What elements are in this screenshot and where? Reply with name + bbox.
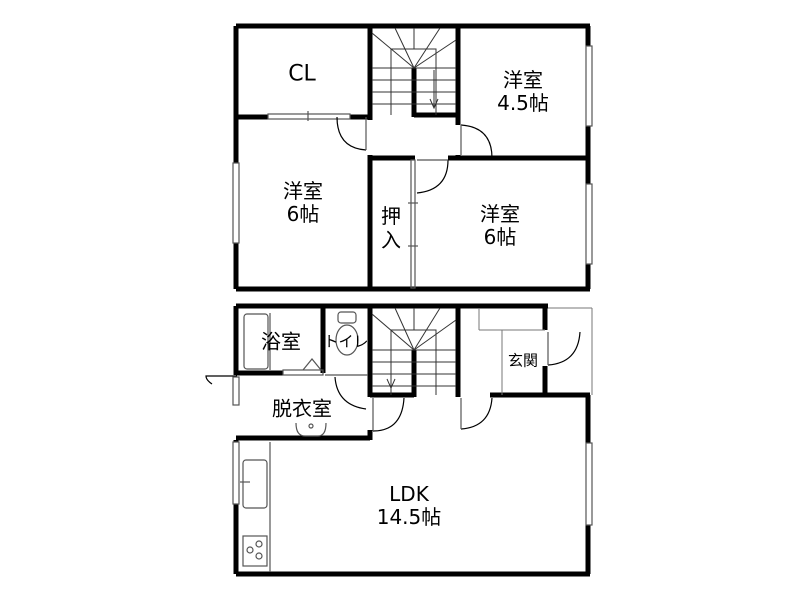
room-label-entrance: 玄関 <box>507 351 539 370</box>
room-name: 洋室 <box>283 179 323 203</box>
room-name: 洋室 <box>480 202 520 226</box>
room-size: 6帖 <box>483 225 517 249</box>
room-name: 脱衣室 <box>272 396 332 421</box>
room-label-western-4-5: 洋室 4.5帖 <box>497 69 549 115</box>
room-size: 6帖 <box>286 202 320 226</box>
upper-floor <box>232 23 593 292</box>
room-label-toilet: トイレ <box>323 332 369 351</box>
room-label-oshiire: 押 入 <box>381 204 401 252</box>
room-name: 玄関 <box>507 351 539 370</box>
room-name: 押 <box>381 204 401 228</box>
room-size: 14.5帖 <box>376 505 442 529</box>
room-name: LDK <box>389 482 429 506</box>
room-name-2: 入 <box>381 228 401 252</box>
room-name: 浴室 <box>261 329 301 354</box>
room-label-ldk: LDK 14.5帖 <box>377 483 442 529</box>
room-label-dressing-room: 脱衣室 <box>272 396 332 421</box>
lower-floor <box>205 303 593 577</box>
room-name: トイレ <box>323 332 369 351</box>
room-size: 4.5帖 <box>497 91 549 115</box>
room-name: CL <box>288 61 316 87</box>
room-label-cl: CL <box>288 61 316 86</box>
room-label-western-6-right: 洋室 6帖 <box>480 203 520 249</box>
room-name: 洋室 <box>503 68 543 92</box>
room-label-western-6-left: 洋室 6帖 <box>283 180 323 226</box>
room-label-bathroom: 浴室 <box>261 329 301 354</box>
